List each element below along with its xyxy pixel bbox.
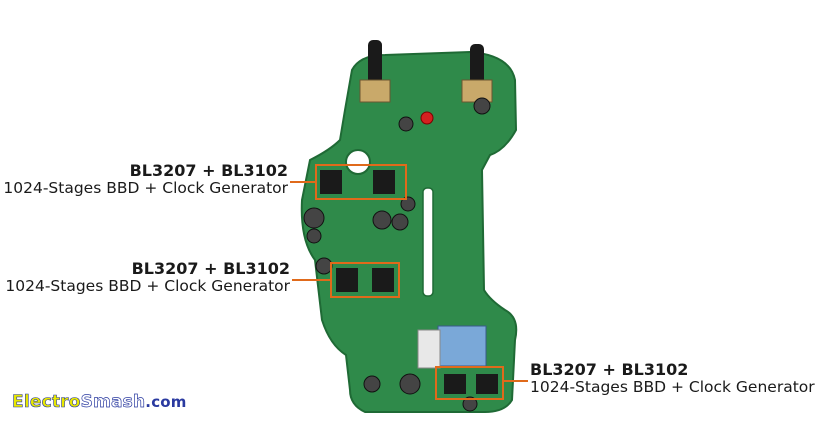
capacitor — [398, 116, 414, 132]
capacitor — [400, 196, 416, 212]
pcb-slot — [422, 187, 434, 297]
callout-subtitle: 1024-Stages BBD + Clock Generator — [530, 378, 815, 397]
callout-2: BL3207 + BL3102 1024-Stages BBD + Clock … — [0, 259, 290, 296]
callout-3: BL3207 + BL3102 1024-Stages BBD + Clock … — [530, 360, 815, 397]
ic-chip — [373, 170, 395, 194]
brand-part-2: Smash — [80, 392, 146, 413]
callout-subtitle: 1024-Stages BBD + Clock Generator — [5, 277, 290, 296]
callout-title: BL3207 + BL3102 — [129, 161, 288, 180]
callout-title: BL3207 + BL3102 — [530, 360, 689, 379]
potentiometer-body-right — [461, 79, 493, 103]
blue-component — [437, 325, 487, 367]
callout-title: BL3207 + BL3102 — [131, 259, 290, 278]
capacitor — [462, 396, 478, 412]
capacitor — [363, 375, 381, 393]
capacitor — [315, 257, 333, 275]
capacitor — [303, 207, 325, 229]
callout-subtitle: 1024-Stages BBD + Clock Generator — [3, 179, 288, 198]
capacitor — [391, 213, 409, 231]
brand-part-3: .com — [145, 393, 187, 411]
ic-chip — [320, 170, 342, 194]
capacitor — [372, 210, 392, 230]
potentiometer-shaft-left — [368, 40, 382, 92]
potentiometer-body-left — [359, 79, 391, 103]
ic-chip — [444, 374, 466, 394]
capacitor — [399, 373, 421, 395]
mounting-hole — [345, 149, 371, 175]
callout-1: BL3207 + BL3102 1024-Stages BBD + Clock … — [0, 161, 288, 198]
ic-chip — [372, 268, 394, 292]
capacitor — [473, 97, 491, 115]
highlight-box — [435, 366, 504, 400]
capacitor — [306, 228, 322, 244]
white-component — [417, 329, 441, 369]
brand-part-1: Electro — [12, 392, 81, 413]
brand-logo: ElectroSmash.com — [12, 392, 187, 413]
pcb-outline — [300, 50, 518, 413]
ic-chip — [336, 268, 358, 292]
led — [420, 111, 434, 125]
ic-chip — [476, 374, 498, 394]
